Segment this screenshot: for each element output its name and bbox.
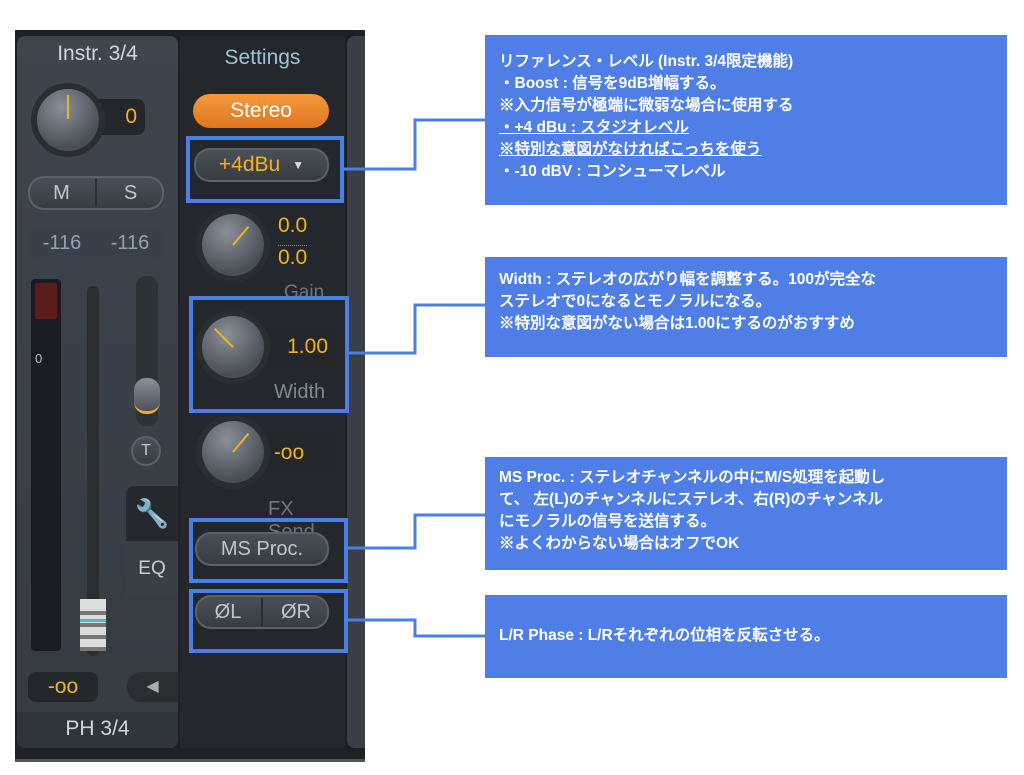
mute-button[interactable]: M <box>53 181 70 204</box>
gain-value-top: 0.0 <box>278 214 308 237</box>
callout-text: ※特別な意図がない場合は1.00にするのがおすすめ <box>499 315 855 332</box>
solo-button[interactable]: S <box>123 181 138 204</box>
fader-value: -oo <box>28 672 98 702</box>
callout-text: L/R Phase : L/Rそれぞれの位相を反転させる。 <box>499 627 830 644</box>
callout-text: ステレオで0になるとモノラルになる。 <box>499 293 772 310</box>
width-value: 1.00 <box>250 328 336 366</box>
callout-text: ・-10 dBV : コンシューマレベル <box>499 163 726 180</box>
highlight-phase <box>189 589 348 653</box>
highlight-ms-proc <box>189 518 348 583</box>
callout-text: ※入力信号が極端に微弱な場合に使用する <box>499 97 794 114</box>
gain-value-bottom: 0.0 <box>278 245 308 269</box>
stereo-button[interactable]: Stereo <box>193 94 329 128</box>
highlight-width <box>189 296 349 413</box>
phase-right-button[interactable]: ØR <box>281 600 311 623</box>
level-left: -116 <box>42 231 82 254</box>
next-panel-edge <box>347 36 365 748</box>
callout-text: リファレンス・レベル (Instr. 3/4限定機能) <box>499 53 794 70</box>
level-meter: 0 <box>31 279 61 651</box>
callout-ms-proc: MS Proc. : ステレオチャンネルの中にM/S処理を起動し て、 左(L)… <box>485 457 1007 570</box>
wrench-icon[interactable]: 🔧 <box>126 486 178 541</box>
meter-zero-label: 0 <box>35 351 43 366</box>
fader-track <box>87 286 99 656</box>
fx-send-value: -oo <box>250 434 336 472</box>
callout-text: ※特別な意図がなければこっちを使う <box>499 141 762 158</box>
settings-panel: Settings Stereo +4dBu▼ 0.0 0.0 Gain 1.00… <box>180 36 345 748</box>
settings-title: Settings <box>224 46 301 69</box>
fader-handle[interactable] <box>80 599 106 651</box>
talkback-button[interactable]: T <box>131 436 161 466</box>
channel-title: Instr. 3/4 <box>57 42 138 65</box>
phase-left-button[interactable]: ØL <box>214 600 242 623</box>
callout-text: ※よくわからない場合はオフでOK <box>499 535 740 552</box>
width-label: Width <box>274 381 326 403</box>
chevron-down-icon: ▼ <box>292 158 305 172</box>
mute-solo-group: M S <box>28 176 164 210</box>
callout-text: にモノラルの信号を送信する。 <box>499 513 717 530</box>
callout-phase: L/R Phase : L/Rそれぞれの位相を反転させる。 <box>485 595 1007 678</box>
fx-send-knob[interactable] <box>202 421 264 483</box>
callout-text: Width : ステレオの広がり幅を調整する。100が完全な <box>499 271 877 288</box>
gain-knob[interactable] <box>202 214 264 276</box>
level-right: -116 <box>110 231 150 254</box>
callout-width: Width : ステレオの広がり幅を調整する。100が完全な ステレオで0になる… <box>485 257 1007 357</box>
ref-level-dropdown[interactable]: +4dBu ▼ <box>194 148 329 182</box>
pan-knob[interactable] <box>37 89 99 151</box>
ms-proc-button[interactable]: MS Proc. <box>195 532 329 566</box>
phase-group: ØL ØR <box>195 595 329 629</box>
trim-handle[interactable] <box>134 378 160 414</box>
width-knob[interactable] <box>202 316 264 378</box>
ref-level-value: +4dBu <box>218 153 281 176</box>
channel-name[interactable]: PH 3/4 <box>17 712 178 748</box>
callout-text: ・Boost : 信号を9dB増幅する。 <box>499 75 726 92</box>
callout-text: ・+4 dBu : スタジオレベル <box>499 119 689 136</box>
highlight-ref-level <box>186 136 344 203</box>
callout-text: て、 左(L)のチャンネルにステレオ、右(R)のチャンネル <box>499 491 883 508</box>
callout-ref-level: リファレンス・レベル (Instr. 3/4限定機能) ・Boost : 信号を… <box>485 35 1007 205</box>
collapse-left-icon[interactable]: ◀ <box>127 672 178 702</box>
callout-text: MS Proc. : ステレオチャンネルの中にM/S処理を起動し <box>499 469 886 486</box>
peak-levels: -116 -116 <box>28 228 164 258</box>
tab-eq[interactable]: EQ <box>126 541 178 596</box>
channel-strip: Instr. 3/4 0 M S -116 -116 0 T 🔧 EQ -oo … <box>17 36 178 748</box>
